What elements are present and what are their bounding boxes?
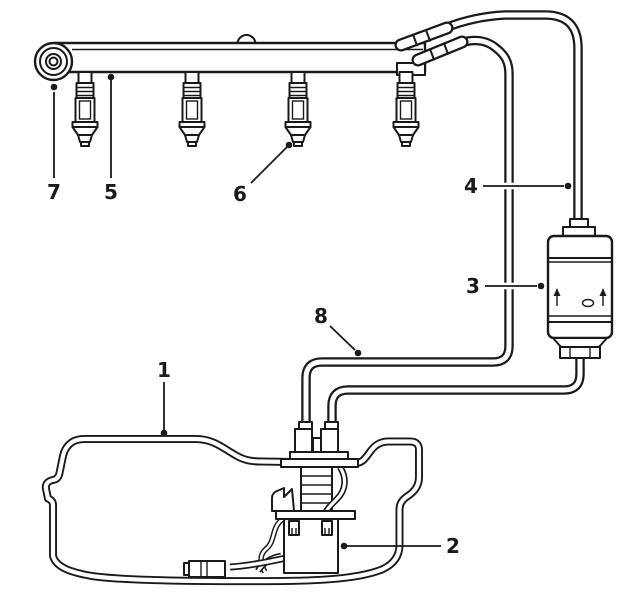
filter-outlet-nut	[559, 346, 601, 359]
callout-6: 6	[233, 141, 293, 206]
pump-bracket-plate	[275, 510, 356, 520]
module-bracket-hook	[271, 487, 295, 512]
callout-7: 7	[47, 83, 61, 204]
callout-1-number: 1	[157, 358, 171, 382]
fuel-injector-4	[392, 71, 420, 147]
pump-clip-left	[288, 520, 300, 536]
pump-clip-right	[321, 520, 333, 536]
fuel-injector-3	[284, 71, 312, 147]
flange-fitting-left	[294, 428, 313, 455]
rail-outlet-fitting-upper	[394, 21, 454, 52]
flange-center-post	[312, 437, 322, 453]
fuel-lines	[301, 10, 585, 427]
flange-plate-bottom	[280, 458, 359, 468]
callout-8: 8	[314, 304, 362, 357]
callout-5: 5	[104, 73, 118, 204]
callout-8-number: 8	[314, 304, 328, 328]
flange-fitting-right	[320, 428, 339, 455]
callout-4-number: 4	[464, 174, 478, 198]
fuel-tank-outline-inner	[43, 436, 422, 584]
fuel-filter	[546, 218, 614, 359]
fuel-rail	[53, 41, 427, 74]
rail-end-cap	[33, 41, 74, 82]
flange-plate-top	[289, 451, 349, 460]
pickup-strainer	[183, 560, 226, 578]
fuel-tank	[41, 435, 423, 586]
fuel-rail-assembly	[33, 21, 469, 147]
callout-2: 2	[340, 534, 460, 558]
fuel-injector-2	[178, 71, 206, 147]
tank-flange	[280, 421, 359, 468]
rail-outlet-fitting-lower	[411, 35, 469, 67]
callout-7-number: 7	[47, 180, 61, 204]
flow-arrow-icon	[599, 288, 607, 306]
fuel-injector-1	[71, 71, 99, 147]
callout-2-number: 2	[446, 534, 460, 558]
callout-3-number: 3	[466, 274, 480, 298]
callouts: 7 5 6 4 3 8	[47, 73, 572, 558]
callout-1: 1	[157, 358, 171, 437]
callout-5-number: 5	[104, 180, 118, 204]
callout-6-number: 6	[233, 182, 247, 206]
callout-3: 3	[466, 274, 545, 298]
filter-outlet-taper	[552, 337, 608, 348]
callout-4: 4	[464, 174, 572, 198]
filter-label-oval	[581, 298, 595, 308]
flow-arrow-icon	[553, 288, 561, 306]
